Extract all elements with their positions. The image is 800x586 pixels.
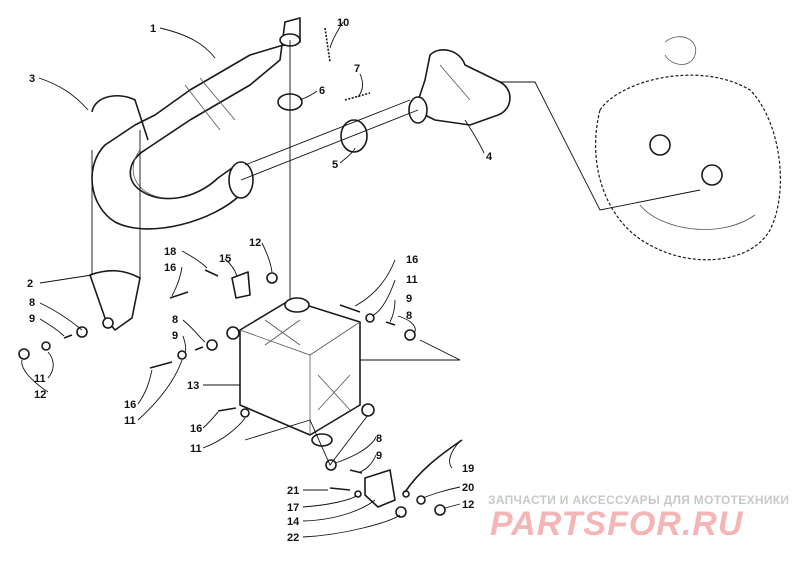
callout-8d: 8	[376, 433, 382, 445]
callout-9c: 9	[172, 330, 178, 342]
callout-1: 1	[150, 23, 156, 35]
callout-8a: 8	[29, 297, 35, 309]
engine-outline	[595, 36, 781, 261]
callout-11a: 11	[34, 373, 46, 385]
watermark-brand: PARTSFOR.RU	[490, 505, 744, 543]
callout-11c: 11	[124, 415, 136, 427]
seal-ring	[340, 119, 368, 153]
callout-22: 22	[287, 532, 299, 544]
callout-13: 13	[187, 380, 199, 392]
callout-leaders	[21, 21, 485, 538]
bracket-15	[231, 271, 251, 299]
callout-6: 6	[319, 85, 325, 97]
callout-19: 19	[462, 463, 474, 475]
callout-16c: 16	[124, 399, 136, 411]
callout-16a: 16	[164, 262, 176, 274]
callout-4: 4	[486, 151, 493, 163]
callout-8c: 8	[172, 314, 178, 326]
callout-labels: 1 2 3 4 5 6 7 8 9 10 11 12 13 14 15 16 1…	[27, 17, 493, 544]
callout-11b: 11	[406, 274, 418, 286]
bracket-2	[89, 269, 141, 331]
callout-16b: 16	[406, 254, 418, 266]
callout-18: 18	[164, 246, 176, 258]
callout-12b: 12	[249, 237, 261, 249]
muffler	[226, 297, 375, 447]
callout-2: 2	[27, 278, 33, 290]
callout-12c: 12	[462, 499, 474, 511]
spring-7	[344, 92, 371, 101]
callout-17: 17	[287, 502, 299, 514]
callout-7: 7	[354, 63, 360, 75]
fasteners	[18, 269, 463, 516]
callout-8b: 8	[406, 310, 412, 322]
callout-15: 15	[219, 253, 231, 265]
callout-9b: 9	[406, 293, 412, 305]
spring-10	[324, 27, 331, 63]
callout-21: 21	[287, 485, 299, 497]
exhaust-manifold	[408, 49, 511, 126]
guide-lines	[91, 40, 701, 466]
bracket-14	[364, 469, 407, 518]
callout-9a: 9	[29, 313, 35, 325]
watermark-caption: ЗАПЧАСТИ И АКСЕССУАРЫ ДЛЯ МОТОТЕХНИКИ	[488, 493, 790, 507]
callout-9d: 9	[376, 450, 382, 462]
callout-16d: 16	[190, 423, 202, 435]
exhaust-pipe	[91, 17, 301, 230]
callout-10: 10	[337, 17, 349, 29]
callout-5: 5	[332, 159, 338, 171]
callout-14: 14	[287, 516, 300, 528]
callout-20: 20	[462, 482, 474, 494]
callout-11d: 11	[190, 443, 202, 455]
hanger-wire	[91, 94, 149, 141]
callout-3: 3	[29, 73, 35, 85]
callout-12a: 12	[34, 389, 46, 401]
